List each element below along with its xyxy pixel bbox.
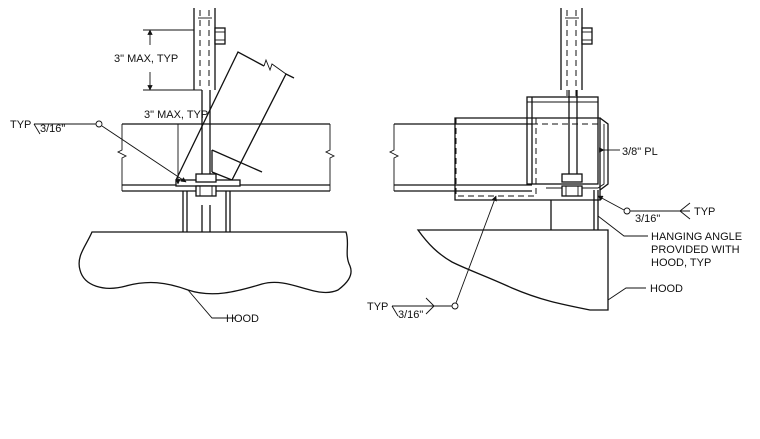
angle-label-3: HOOD, TYP (651, 257, 711, 269)
dim-upper-text: 3" MAX, TYP (114, 53, 178, 65)
hood-leader-right: HOOD (607, 283, 683, 301)
left-view: 3" MAX, TYP 3" MAX, TYP TYP 3/16" HOOD (10, 8, 352, 325)
hanger-rod-right (560, 8, 593, 176)
right-view: 3/8" PL 3/16" TYP HANGING ANGLE PROVIDED… (367, 8, 742, 321)
angle-note: HANGING ANGLE PROVIDED WITH HOOD, TYP (597, 215, 742, 269)
hood-right-label: HOOD (650, 283, 683, 295)
hood-leader-left: HOOD (187, 289, 259, 325)
support-posts-left (182, 191, 231, 232)
angle-label-1: HANGING ANGLE (651, 231, 742, 243)
dim-lower-text: 3" MAX, TYP (144, 109, 208, 121)
plate-callout: 3/8" PL (604, 146, 658, 158)
angle-label-2: PROVIDED WITH (651, 244, 740, 256)
weld-callout-right: 3/16" TYP (597, 195, 715, 225)
weld-bottom-size: 3/16" (398, 309, 423, 321)
horizontal-beam-right (388, 123, 532, 192)
dimension-upper: 3" MAX, TYP (114, 29, 202, 91)
inclined-member (175, 51, 295, 181)
weld-bottom-typ: TYP (367, 301, 388, 313)
hanger-rod-left (193, 8, 226, 232)
hood-left-label: HOOD (226, 313, 259, 325)
plate-label: 3/8" PL (622, 146, 658, 158)
weld-left-size: 3/16" (40, 123, 65, 135)
weld-callout-left: TYP 3/16" (10, 119, 187, 183)
weld-callout-bottom: TYP 3/16" (367, 195, 497, 321)
hood-left (78, 231, 352, 295)
weld-left-typ: TYP (10, 119, 31, 131)
weld-right-size: 3/16" (635, 213, 660, 225)
dimension-lower: 3" MAX, TYP (144, 109, 208, 185)
hood-right (416, 229, 609, 311)
weld-right-typ: TYP (694, 206, 715, 218)
